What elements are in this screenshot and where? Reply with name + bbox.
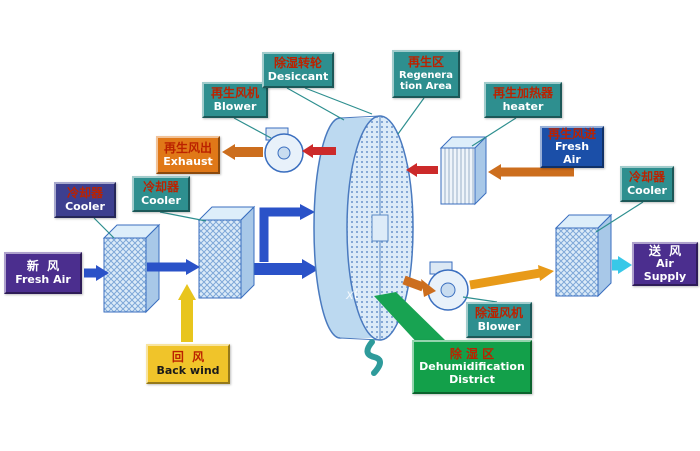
label-cooler-2-zh: 冷却器	[142, 180, 179, 195]
label-fresh-air-in: 新 风 Fresh Air	[4, 252, 82, 294]
label-heater-zh: 再生加热器	[492, 86, 553, 101]
desiccant-wheel	[313, 115, 414, 341]
label-dehumid-district: 除 湿 区 Dehumidification District	[412, 340, 532, 394]
label-regen-blower-en: Blower	[213, 99, 257, 113]
label-dehumid-blower: 除湿风机 Blower	[466, 302, 532, 338]
flow-arrows	[84, 144, 632, 342]
label-cooler-2-en: Cooler	[141, 193, 181, 207]
label-back-wind-en: Back wind	[156, 363, 220, 377]
regeneration-heater-unit	[439, 135, 488, 206]
label-exhaust-zh: 再生风出	[163, 141, 212, 156]
label-exhaust-en: Exhaust	[163, 154, 213, 168]
label-regen-blower: 再生风机 Blower	[202, 82, 268, 118]
label-regen-fresh-air-zh: 再生风进	[547, 126, 596, 141]
label-fresh-air-in-en: Fresh Air	[15, 272, 71, 286]
label-connector-lines	[93, 87, 644, 303]
label-air-supply-zh: 送 风	[648, 243, 682, 258]
label-back-wind-zh: 回 风	[171, 350, 205, 365]
label-air-supply-en: Air Supply	[643, 257, 687, 283]
label-dehumid-district-en: Dehumidification District	[419, 360, 525, 386]
label-regen-heater: 再生加热器 heater	[484, 82, 562, 118]
label-desiccant-en: Desiccant	[267, 69, 329, 83]
label-dehumid-district-zh: 除 湿 区	[449, 346, 495, 361]
label-cooler-3-en: Cooler	[627, 183, 667, 197]
watermark-text: xt	[346, 288, 359, 303]
regeneration-blower-fan	[264, 127, 304, 173]
ribbon-decoration	[364, 339, 383, 376]
label-cooler-1: 冷却器 Cooler	[54, 182, 116, 218]
label-fresh-air-in-zh: 新 风	[26, 259, 60, 274]
cooler-3-unit	[554, 213, 613, 298]
label-exhaust: 再生风出 Exhaust	[156, 136, 220, 174]
cooler-2-unit	[197, 205, 256, 300]
label-heater-en: heater	[502, 99, 544, 113]
label-desiccant-zh: 除湿转轮	[273, 56, 322, 71]
label-regen-fresh-air: 再生风进 Fresh Air	[540, 126, 604, 168]
label-cooler-3: 冷却器 Cooler	[620, 166, 674, 202]
label-dehumid-blower-zh: 除湿风机	[474, 306, 523, 321]
label-regeneration-area: 再生区 Regeneration Area	[392, 50, 460, 98]
label-dehumid-blower-en: Blower	[477, 319, 521, 333]
label-cooler-1-zh: 冷却器	[66, 186, 103, 201]
label-cooler-3-zh: 冷却器	[628, 170, 665, 185]
label-cooler-2: 冷却器 Cooler	[132, 176, 190, 212]
label-regen-area-zh: 再生区	[407, 55, 444, 70]
label-cooler-1-en: Cooler	[65, 199, 105, 213]
label-air-supply: 送 风 Air Supply	[632, 242, 698, 286]
dehumidification-blower-fan	[427, 261, 469, 311]
dehumidification-wedge	[374, 292, 446, 347]
label-regen-fresh-air-en: Fresh Air	[554, 140, 590, 166]
label-desiccant-wheel: 除湿转轮 Desiccant	[262, 52, 334, 88]
label-regen-area-en: Regeneration Area	[398, 69, 453, 92]
label-regen-blower-zh: 再生风机	[210, 86, 259, 101]
label-back-wind: 回 风 Back wind	[146, 344, 230, 384]
